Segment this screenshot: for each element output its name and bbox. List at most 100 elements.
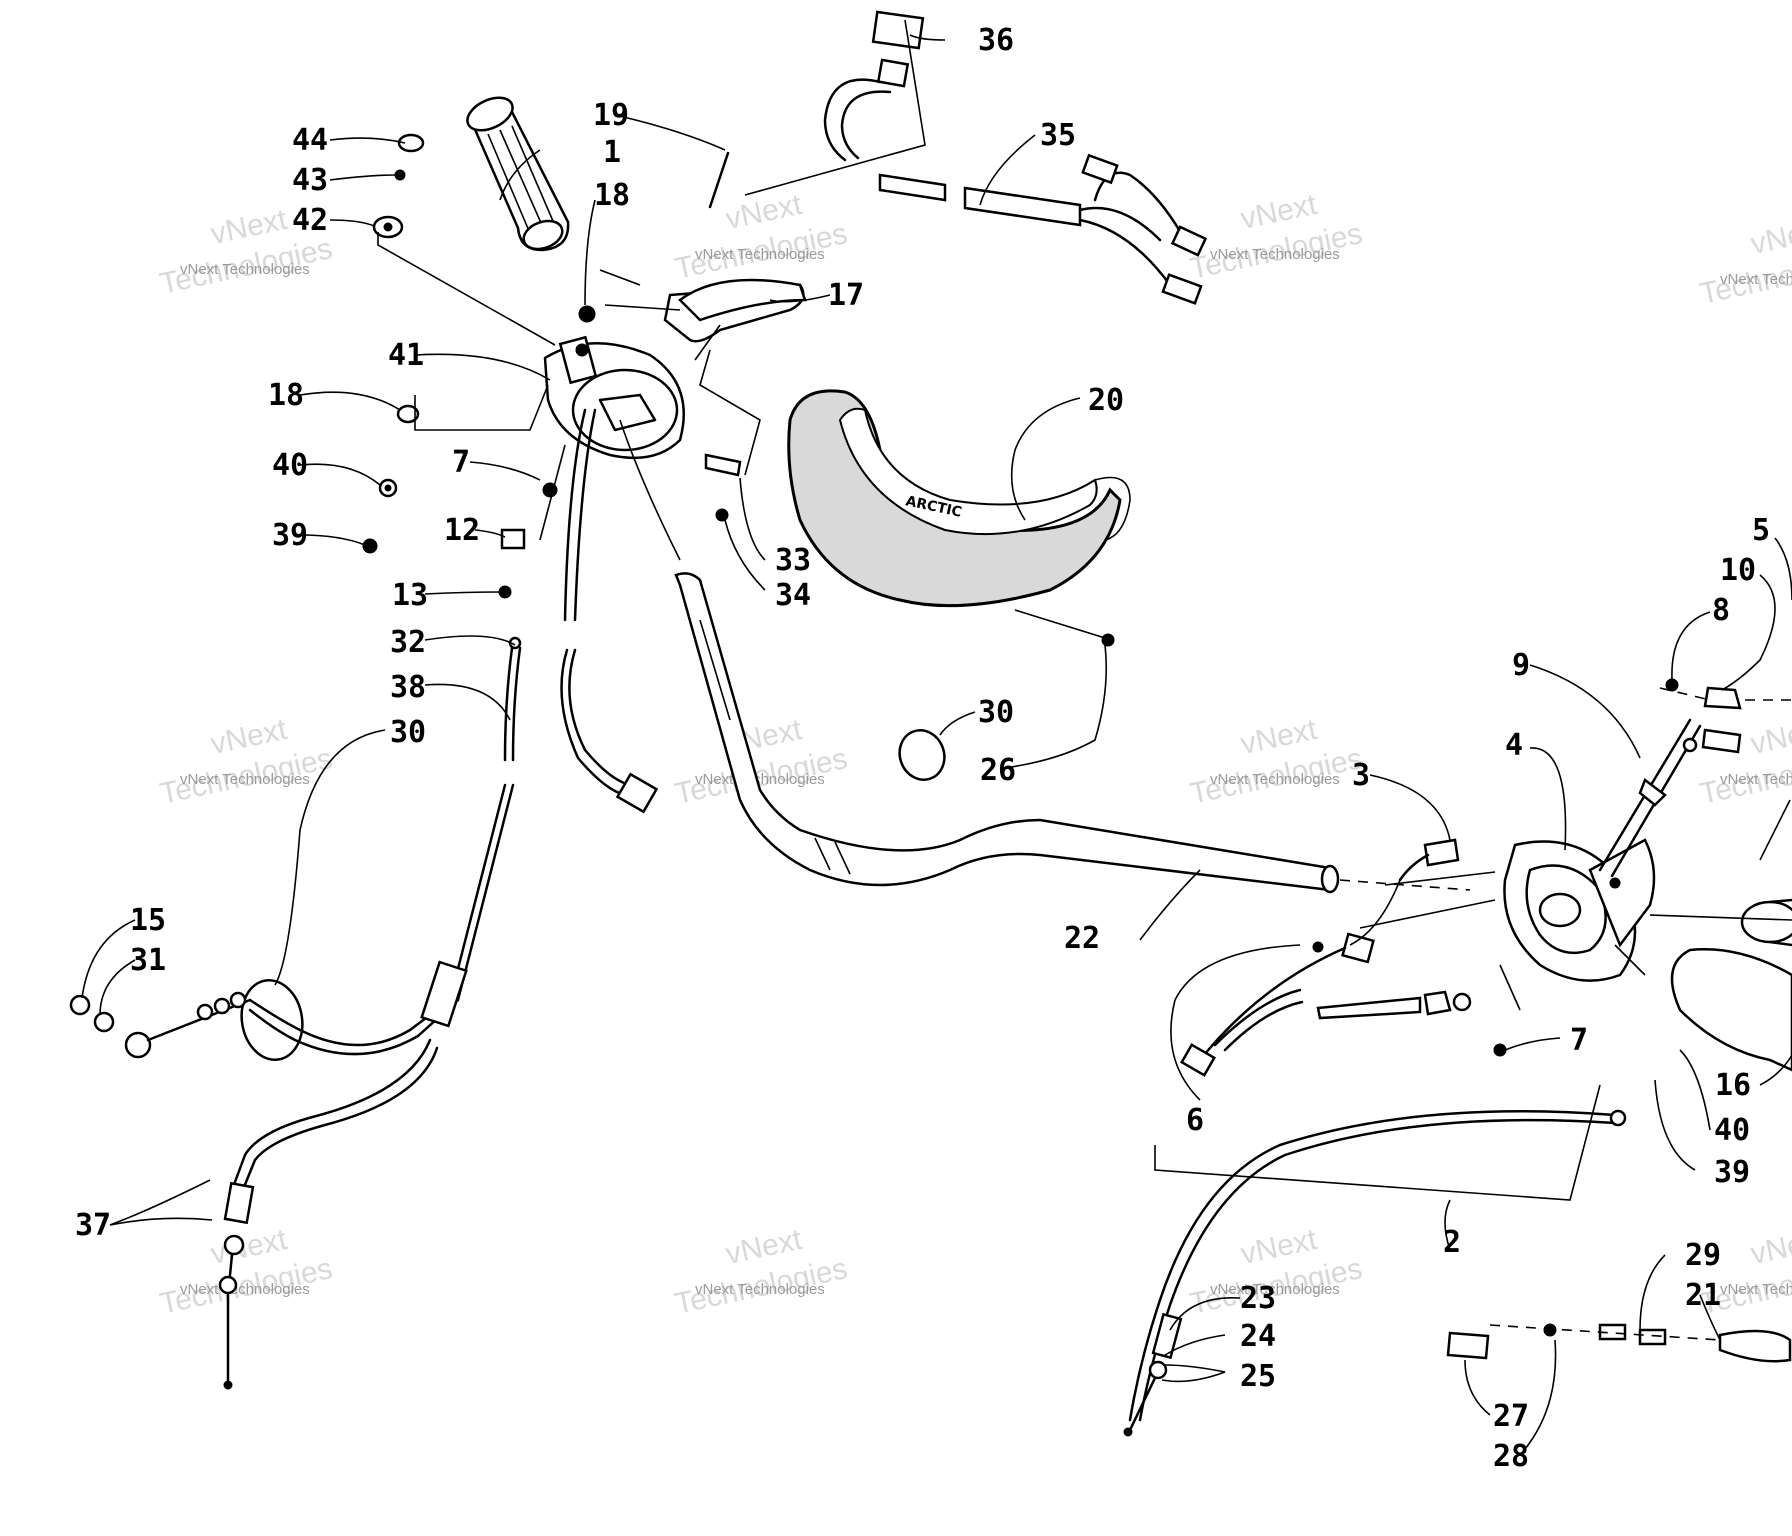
label-part-33: 33 bbox=[775, 543, 811, 578]
label-part-38: 38 bbox=[390, 670, 426, 705]
label-part-41: 41 bbox=[388, 338, 424, 373]
label-part-27: 27 bbox=[1493, 1399, 1529, 1434]
label-part-16: 16 bbox=[1715, 1068, 1751, 1103]
label-part-35: 35 bbox=[1040, 118, 1076, 153]
screw-13 bbox=[498, 585, 512, 599]
svg-text:vNext Technologies: vNext Technologies bbox=[695, 771, 825, 788]
label-part-43: 43 bbox=[292, 163, 328, 198]
nut-39 bbox=[362, 538, 378, 554]
handlebar bbox=[674, 572, 1340, 894]
label-part-22: 22 bbox=[1064, 921, 1100, 956]
label-part-40-right: 40 bbox=[1714, 1113, 1750, 1148]
svg-text:vNext Technologies: vNext Technologies bbox=[1210, 246, 1340, 263]
label-part-31: 31 bbox=[130, 943, 166, 978]
hand-grip-left bbox=[466, 96, 570, 252]
svg-text:vNext Technologies: vNext Technologies bbox=[180, 261, 310, 278]
throttle-housing bbox=[543, 335, 685, 460]
label-part-21: 21 bbox=[1685, 1278, 1721, 1313]
switch-harness bbox=[823, 10, 1208, 305]
label-part-15: 15 bbox=[130, 903, 166, 938]
label-part-40-left: 40 bbox=[272, 448, 308, 483]
label-part-17: 17 bbox=[828, 278, 864, 313]
label-part-36: 36 bbox=[978, 23, 1014, 58]
label-part-26: 26 bbox=[980, 753, 1016, 788]
label-part-7-right: 7 bbox=[1570, 1023, 1588, 1058]
brake-housing-right bbox=[1503, 718, 1702, 982]
throttle-cable-upper bbox=[560, 408, 659, 814]
watermark-10: vNext Technologies vNext Technologies bbox=[672, 1223, 850, 1321]
right-wiring bbox=[1180, 838, 1507, 1077]
svg-text:vNext Technologies: vNext Technologies bbox=[1210, 1281, 1340, 1298]
svg-text:vNext Technologies: vNext Technologies bbox=[1210, 771, 1340, 788]
kill-switch-wire bbox=[619, 419, 681, 561]
label-part-24: 24 bbox=[1240, 1319, 1276, 1354]
svg-text:vNext Technologies: vNext Technologies bbox=[180, 771, 310, 788]
watermark-9: vNext Technologies vNext Technologies bbox=[157, 1223, 335, 1321]
label-part-20: 20 bbox=[1088, 383, 1124, 418]
label-part-2: 2 bbox=[1443, 1225, 1461, 1260]
label-part-12: 12 bbox=[444, 513, 480, 548]
cable-clip-left bbox=[240, 979, 304, 1061]
label-part-19: 19 bbox=[593, 98, 629, 133]
label-part-13: 13 bbox=[392, 578, 428, 613]
bracket-33 bbox=[704, 453, 742, 477]
screw-34 bbox=[715, 508, 729, 522]
label-part-25: 25 bbox=[1240, 1359, 1276, 1394]
label-part-4: 4 bbox=[1505, 728, 1523, 763]
label-part-9: 9 bbox=[1512, 648, 1530, 683]
clamp-30 bbox=[898, 729, 946, 781]
brake-lever-body bbox=[663, 278, 807, 343]
svg-text:vNext Technologies: vNext Technologies bbox=[180, 1281, 310, 1298]
washer-18 bbox=[396, 404, 420, 424]
label-part-39-left: 39 bbox=[272, 518, 308, 553]
label-part-8: 8 bbox=[1712, 593, 1730, 628]
label-part-30-left: 30 bbox=[390, 715, 426, 750]
nut-18 bbox=[578, 305, 596, 323]
svg-text:vNext Technologies: vNext Technologies bbox=[695, 1281, 825, 1298]
screw-43 bbox=[394, 169, 406, 181]
label-part-39-right: 39 bbox=[1714, 1155, 1750, 1190]
label-part-32: 32 bbox=[390, 625, 426, 660]
label-part-28: 28 bbox=[1493, 1439, 1529, 1474]
watermark-2: vNext Technologies vNext Technologies bbox=[672, 188, 850, 286]
hardware-left bbox=[362, 133, 1115, 781]
label-part-18-left: 18 bbox=[268, 378, 304, 413]
brake-cable-assembly bbox=[218, 636, 522, 1390]
label-part-37: 37 bbox=[75, 1208, 111, 1243]
label-part-23: 23 bbox=[1240, 1281, 1276, 1316]
svg-text:vNext: vNext bbox=[1748, 213, 1792, 261]
hardware-right-lower bbox=[1446, 678, 1792, 1363]
clamp-12 bbox=[500, 528, 526, 550]
hand-grip-right bbox=[1670, 898, 1792, 1072]
label-part-1: 1 bbox=[603, 135, 621, 170]
screw-26 bbox=[1101, 633, 1115, 647]
leader-lines bbox=[81, 19, 1792, 1456]
label-part-6: 6 bbox=[1186, 1103, 1204, 1138]
pin-19 bbox=[708, 151, 730, 209]
label-part-5: 5 bbox=[1752, 513, 1770, 548]
label-part-42: 42 bbox=[292, 203, 328, 238]
svg-text:vNext Technologies: vNext Technologies bbox=[1720, 271, 1792, 288]
svg-text:vNext Technologies: vNext Technologies bbox=[1720, 771, 1792, 788]
svg-text:vNext: vNext bbox=[1748, 713, 1792, 761]
label-part-44: 44 bbox=[292, 123, 328, 158]
label-part-10: 10 bbox=[1720, 553, 1756, 588]
watermark-4: vNext Technologies vNext Technologies bbox=[1697, 213, 1792, 311]
label-part-18-top: 18 bbox=[594, 178, 630, 213]
cap-44 bbox=[397, 133, 425, 153]
svg-text:vNext Technologies: vNext Technologies bbox=[695, 246, 825, 263]
watermark-7: vNext Technologies vNext Technologies bbox=[1187, 713, 1365, 811]
label-part-34: 34 bbox=[775, 578, 811, 613]
label-part-30-right: 30 bbox=[978, 695, 1014, 730]
throttle-cable-right bbox=[1123, 1109, 1627, 1437]
watermark-8: vNext Technologies vNext Technologies bbox=[1697, 713, 1792, 811]
label-part-7-left: 7 bbox=[452, 445, 470, 480]
label-part-29: 29 bbox=[1685, 1238, 1721, 1273]
handlebar-pad-cover: ARCTIC bbox=[787, 389, 1131, 608]
cable-adjuster-left bbox=[69, 991, 252, 1059]
svg-text:vNext Technologies: vNext Technologies bbox=[1720, 1281, 1792, 1298]
label-part-3: 3 bbox=[1352, 758, 1370, 793]
watermark-3: vNext Technologies vNext Technologies bbox=[1187, 188, 1365, 286]
svg-text:vNext: vNext bbox=[1748, 1223, 1792, 1271]
